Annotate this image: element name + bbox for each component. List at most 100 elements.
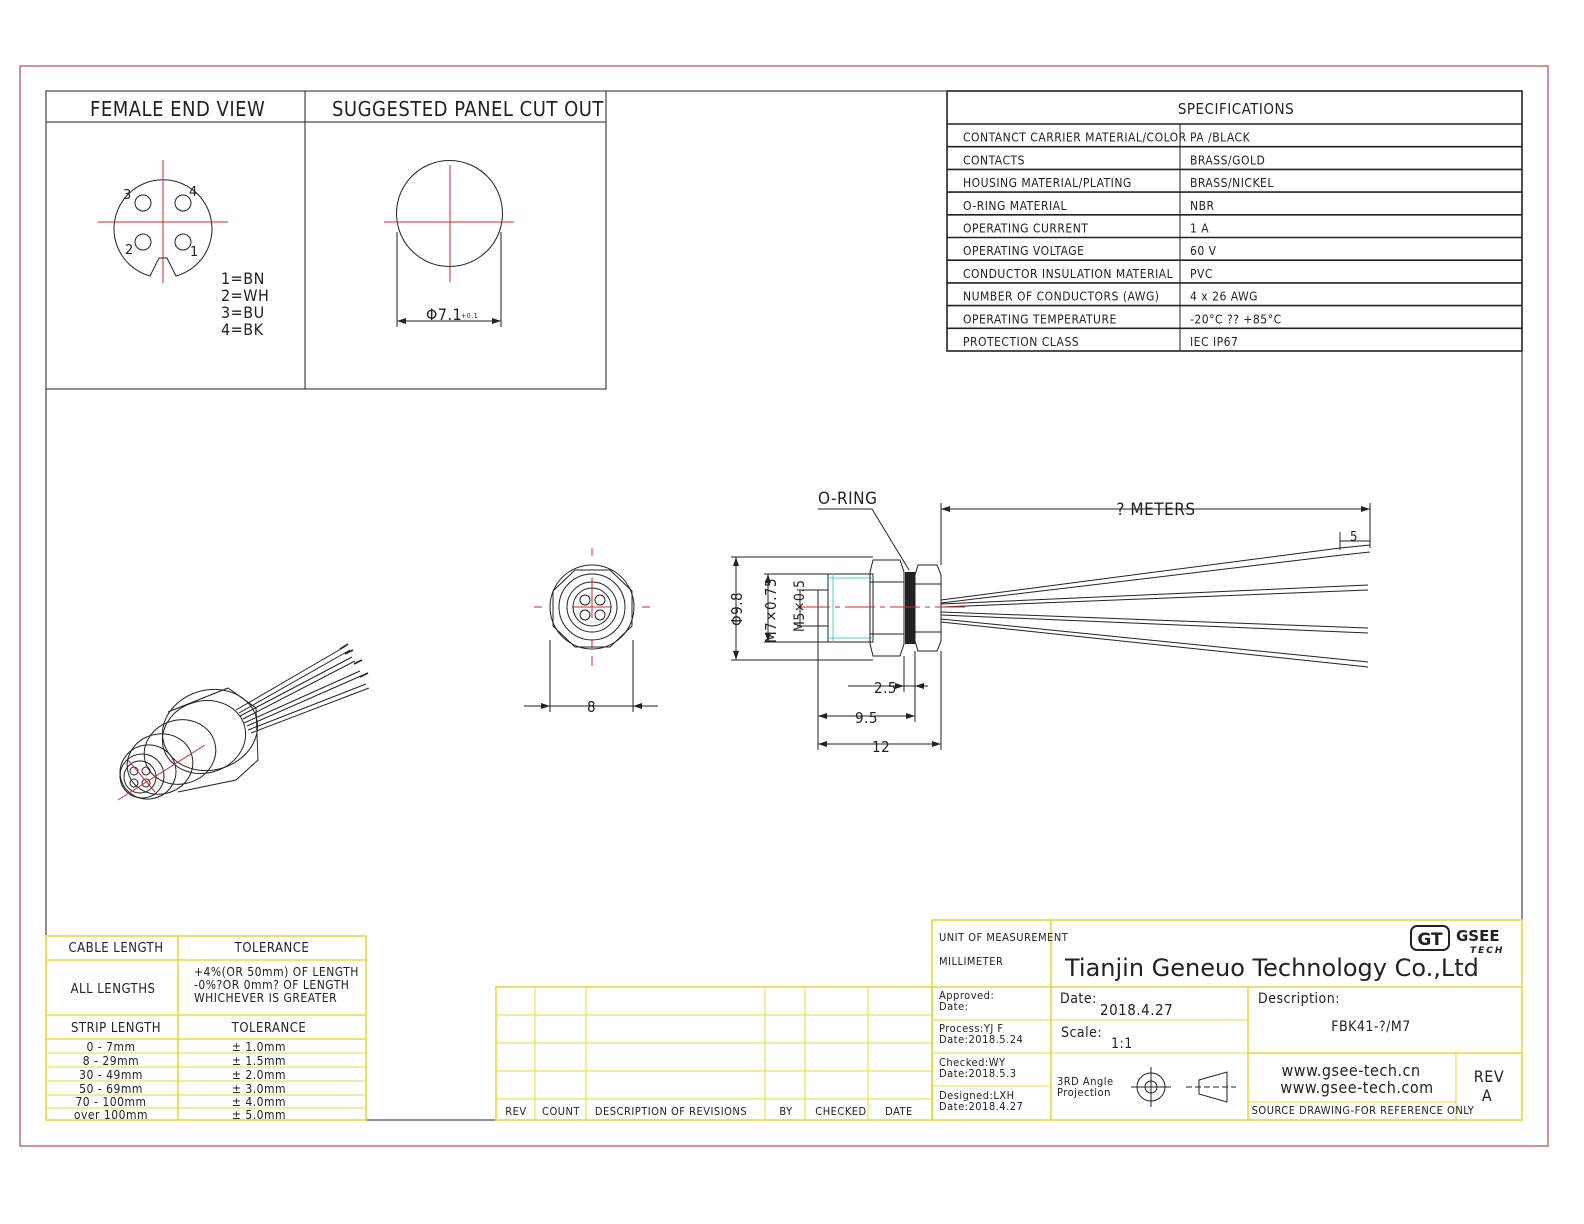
scale-value: 1:1 <box>1111 1036 1133 1052</box>
cutout-dimension: Φ7.1 <box>426 305 462 324</box>
o-ring-label: O-RING <box>818 489 877 509</box>
approved-label: Approved: <box>939 989 994 1002</box>
by-header: BY <box>779 1105 793 1118</box>
projection-label-1: 3RD Angle <box>1057 1075 1114 1088</box>
thread-m7-label: M7×0.75 <box>762 578 780 643</box>
m5-label: M5×0.5 <box>792 580 808 632</box>
tolerance-line-3: WHICHEVER IS GREATER <box>194 991 337 1005</box>
pin-number-2: 2 <box>125 243 133 258</box>
logo-name: GSEE <box>1456 927 1500 945</box>
designed-label: Designed:LXH <box>939 1089 1015 1102</box>
strip-length-range: 50 - 69mm <box>79 1082 143 1096</box>
spec-value: -20°C ?? +85°C <box>1190 312 1282 326</box>
spec-label: OPERATING TEMPERATURE <box>963 312 1117 326</box>
strip-length-label: 5 <box>1350 530 1358 545</box>
approved-date: Date: <box>939 1000 969 1013</box>
strip-length-tolerance: ± 5.0mm <box>232 1108 286 1122</box>
strip-rows: 0 - 7mm ± 1.0mm 8 - 29mm ± 1.5mm 30 - 49mm ± … <box>74 1040 286 1122</box>
spec-value: NBR <box>1190 199 1214 213</box>
spec-value: 1 A <box>1190 222 1209 236</box>
all-lengths-label: ALL LENGTHS <box>71 982 156 997</box>
strip-length-range: 70 - 100mm <box>75 1095 146 1109</box>
spec-value: PA /BLACK <box>1190 131 1251 145</box>
connector-front-view: 8 <box>524 548 658 716</box>
description-label: Description: <box>1258 991 1340 1007</box>
unit-of-measurement-label: UNIT OF MEASUREMENT <box>939 931 1069 944</box>
pin-number-4: 4 <box>189 185 197 200</box>
logo-sub: TECH <box>1470 946 1504 956</box>
strip-length-tolerance: ± 4.0mm <box>232 1095 286 1109</box>
strip-length-tolerance: ± 1.5mm <box>232 1054 286 1068</box>
width-8-label: 8 <box>587 698 596 716</box>
wire-legend-2: 2=WH <box>221 286 269 305</box>
spec-label: CONDUCTOR INSULATION MATERIAL <box>963 267 1173 281</box>
strip-length-range: 8 - 29mm <box>83 1054 139 1068</box>
projection-label-2: Projection <box>1057 1086 1111 1099</box>
checked-date: Date:2018.5.3 <box>939 1067 1017 1080</box>
dia-9-8-label: Φ9.8 <box>728 592 746 626</box>
revision-table: REV COUNT DESCRIPTION OF REVISIONS BY CH… <box>495 986 933 1121</box>
pin-number-1: 1 <box>190 245 198 260</box>
spec-value: BRASS/GOLD <box>1190 153 1265 167</box>
strip-length-range: 30 - 49mm <box>79 1068 143 1082</box>
strip-length-header: STRIP LENGTH <box>71 1021 161 1036</box>
wire-legend-4: 4=BK <box>221 320 264 339</box>
description-value: FBK41-?/M7 <box>1331 1019 1411 1035</box>
cable-tolerance-header: TOLERANCE <box>234 941 310 956</box>
designed-date: Date:2018.4.27 <box>939 1100 1023 1113</box>
spec-label: PROTECTION CLASS <box>963 335 1079 349</box>
description-of-revisions-header: DESCRIPTION OF REVISIONS <box>595 1105 747 1118</box>
spec-label: CONTANCT CARRIER MATERIAL/COLOR <box>963 131 1187 145</box>
website-cn: www.gsee-tech.cn <box>1281 1061 1420 1080</box>
rev-header: REV <box>505 1105 526 1118</box>
date-label: Date: <box>1060 991 1097 1007</box>
strip-tolerance-header: TOLERANCE <box>231 1021 307 1036</box>
strip-length-tolerance: ± 3.0mm <box>232 1082 286 1096</box>
cutout-tolerance: +0.1 <box>461 312 478 320</box>
rev-value: A <box>1482 1086 1492 1105</box>
specifications-title: SPECIFICATIONS <box>1178 100 1294 118</box>
tolerance-table: CABLE LENGTH TOLERANCE ALL LENGTHS +4%(O… <box>45 935 367 1121</box>
spec-label: OPERATING VOLTAGE <box>963 244 1084 258</box>
strip-length-range: 0 - 7mm <box>86 1040 135 1054</box>
third-angle-projection-icon <box>1131 1067 1236 1107</box>
strip-length-tolerance: ± 2.0mm <box>232 1068 286 1082</box>
unit-of-measurement-value: MILLIMETER <box>939 955 1003 968</box>
process-date: Date:2018.5.24 <box>939 1033 1023 1046</box>
connector-isometric-view <box>117 643 370 801</box>
wire-legend-3: 3=BU <box>221 303 265 322</box>
spec-label: CONTACTS <box>963 153 1025 167</box>
title-block: UNIT OF MEASUREMENT MILLIMETER Tianjin G… <box>931 919 1523 1121</box>
panel-cut-out: Φ7.1 +0.1 <box>384 159 514 327</box>
gsee-logo: GT GSEE TECH <box>1410 925 1504 956</box>
checked-label: Checked:WY <box>939 1056 1006 1069</box>
checked-header: CHECKED <box>815 1105 866 1118</box>
tolerance-line-2: -0%?OR 0mm? OF LENGTH <box>194 978 349 992</box>
scale-label: Scale: <box>1061 1025 1102 1041</box>
spec-label: OPERATING CURRENT <box>963 222 1088 236</box>
female-end-view: 3 4 2 1 1=BN 2=WH 3=BU 4=BK <box>98 160 269 339</box>
spec-value: PVC <box>1190 267 1213 281</box>
spec-value: 60 V <box>1190 244 1217 258</box>
logo-mark: GT <box>1417 930 1443 950</box>
wire-legend-1: 1=BN <box>221 269 265 288</box>
strip-length-tolerance: ± 1.0mm <box>232 1040 286 1054</box>
date-value: 2018.4.27 <box>1100 1001 1173 1019</box>
spec-value: BRASS/NICKEL <box>1190 176 1274 190</box>
cable-length-header: CABLE LENGTH <box>69 941 164 956</box>
spec-value: 4 x 26 AWG <box>1190 290 1258 304</box>
company-name: Tianjin Geneuo Technology Co.,Ltd <box>1064 954 1479 982</box>
pin-number-3: 3 <box>123 188 131 203</box>
d-2-5-label: 2.5 <box>874 679 897 697</box>
count-header: COUNT <box>542 1105 580 1118</box>
outer-frame <box>19 65 1549 1147</box>
process-label: Process:YJ F <box>939 1022 1004 1035</box>
website-com: www.gsee-tech.com <box>1280 1078 1433 1097</box>
specifications-table: SPECIFICATIONS <box>946 90 1523 352</box>
spec-label: HOUSING MATERIAL/PLATING <box>963 176 1132 190</box>
female-end-view-title: FEMALE END VIEW <box>90 97 265 121</box>
connector-side-view: O-RING ? METERS 5 Φ9.8 M7×0.75 M5×0.5 2.… <box>728 489 1371 756</box>
meters-label: ? METERS <box>1116 500 1195 520</box>
source-drawing-note: SOURCE DRAWING-FOR REFERENCE ONLY <box>1252 1104 1475 1117</box>
